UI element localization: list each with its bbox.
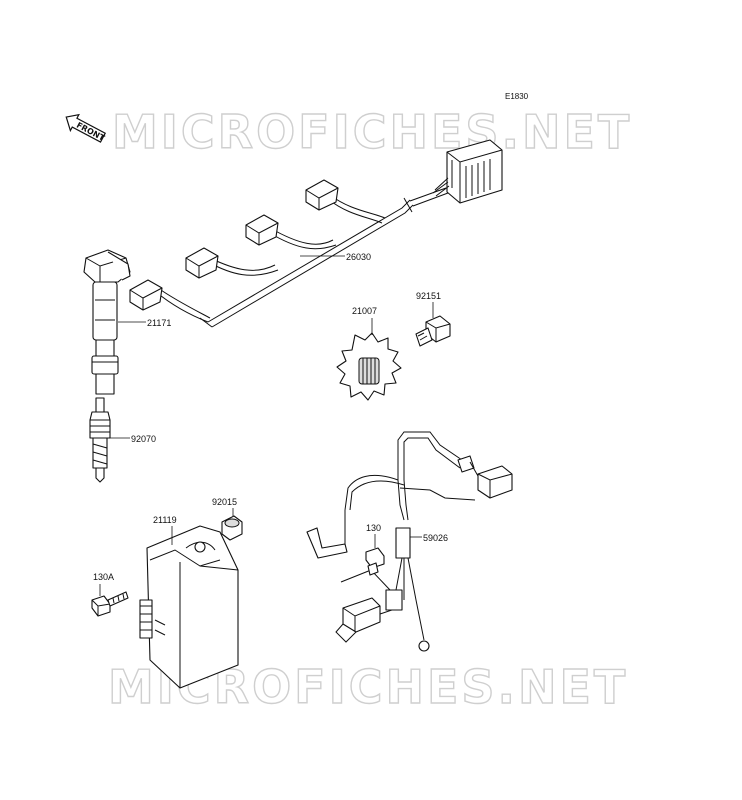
timing-rotor xyxy=(336,332,402,401)
label-harness: 26030 xyxy=(346,252,371,262)
collar-92015 xyxy=(221,515,243,541)
wiring-harness xyxy=(129,139,503,328)
watermark-top: MICROFICHES.NET xyxy=(112,105,632,159)
bolt-92151 xyxy=(415,315,451,347)
spark-plug xyxy=(89,397,111,483)
label-coil: 21171 xyxy=(147,318,171,328)
diagram-code: E1830 xyxy=(505,92,529,101)
label-spark-plug: 92070 xyxy=(131,434,156,444)
harness-main-connector xyxy=(446,139,503,204)
label-bolt-ecu: 130A xyxy=(93,572,114,582)
label-bolt-top: 92151 xyxy=(416,291,441,301)
sub-harness xyxy=(306,431,513,652)
label-ecu: 21119 xyxy=(153,515,177,525)
front-label: FRONT xyxy=(75,121,107,144)
ignition-coil xyxy=(83,249,131,395)
label-collar: 92015 xyxy=(212,497,237,507)
bolt-130 xyxy=(365,547,385,576)
ecu-unit xyxy=(139,525,239,689)
bolt-130a xyxy=(91,591,129,617)
label-sub-harness: 59026 xyxy=(423,533,448,543)
label-bolt-sub: 130 xyxy=(366,523,381,533)
front-arrow-icon: FRONT xyxy=(65,113,107,144)
label-rotor: 21007 xyxy=(352,306,377,316)
